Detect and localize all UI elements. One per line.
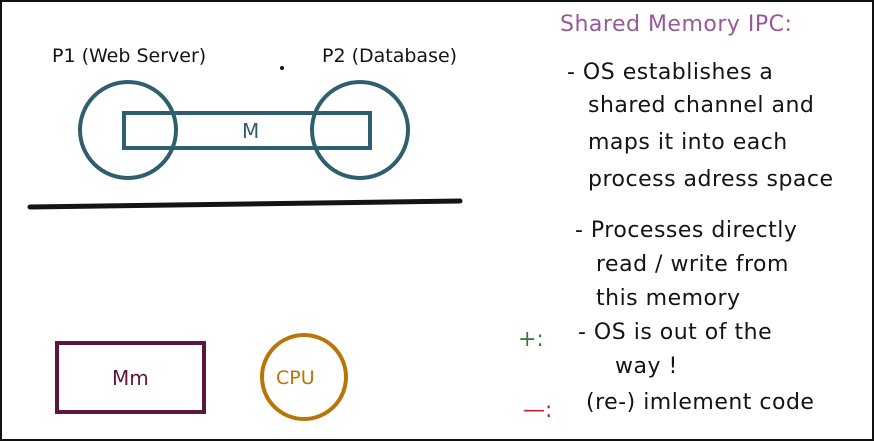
pro-text-cont: way ! bbox=[615, 354, 678, 379]
pro-text: - OS is out of the bbox=[578, 320, 773, 345]
shared-memory-box bbox=[122, 111, 372, 150]
main-memory-label: Mm bbox=[112, 366, 149, 390]
note-line: read / write from bbox=[596, 252, 789, 277]
main-memory-box bbox=[55, 341, 206, 414]
p1-label: P1 (Web Server) bbox=[52, 45, 206, 67]
kernel-boundary-line bbox=[27, 198, 463, 210]
con-text: (re-) imlement code bbox=[586, 390, 815, 415]
stray-dot bbox=[280, 66, 284, 70]
note-line: maps it into each bbox=[588, 130, 788, 155]
process-p2-circle bbox=[310, 80, 410, 180]
p2-label: P2 (Database) bbox=[322, 45, 457, 67]
shared-memory-label: M bbox=[242, 119, 259, 143]
pro-mark: +: bbox=[518, 327, 544, 352]
cpu-label: CPU bbox=[276, 367, 315, 389]
note-line: shared channel and bbox=[588, 93, 815, 118]
note-line: process adress space bbox=[588, 167, 834, 192]
process-p1-circle bbox=[78, 80, 178, 180]
con-mark: —: bbox=[523, 398, 553, 423]
cpu-circle bbox=[260, 333, 348, 421]
note-line: - OS establishes a bbox=[567, 60, 774, 85]
notes-title: Shared Memory IPC: bbox=[560, 12, 793, 37]
note-line: this memory bbox=[596, 286, 741, 311]
note-line: - Processes directly bbox=[575, 218, 798, 243]
